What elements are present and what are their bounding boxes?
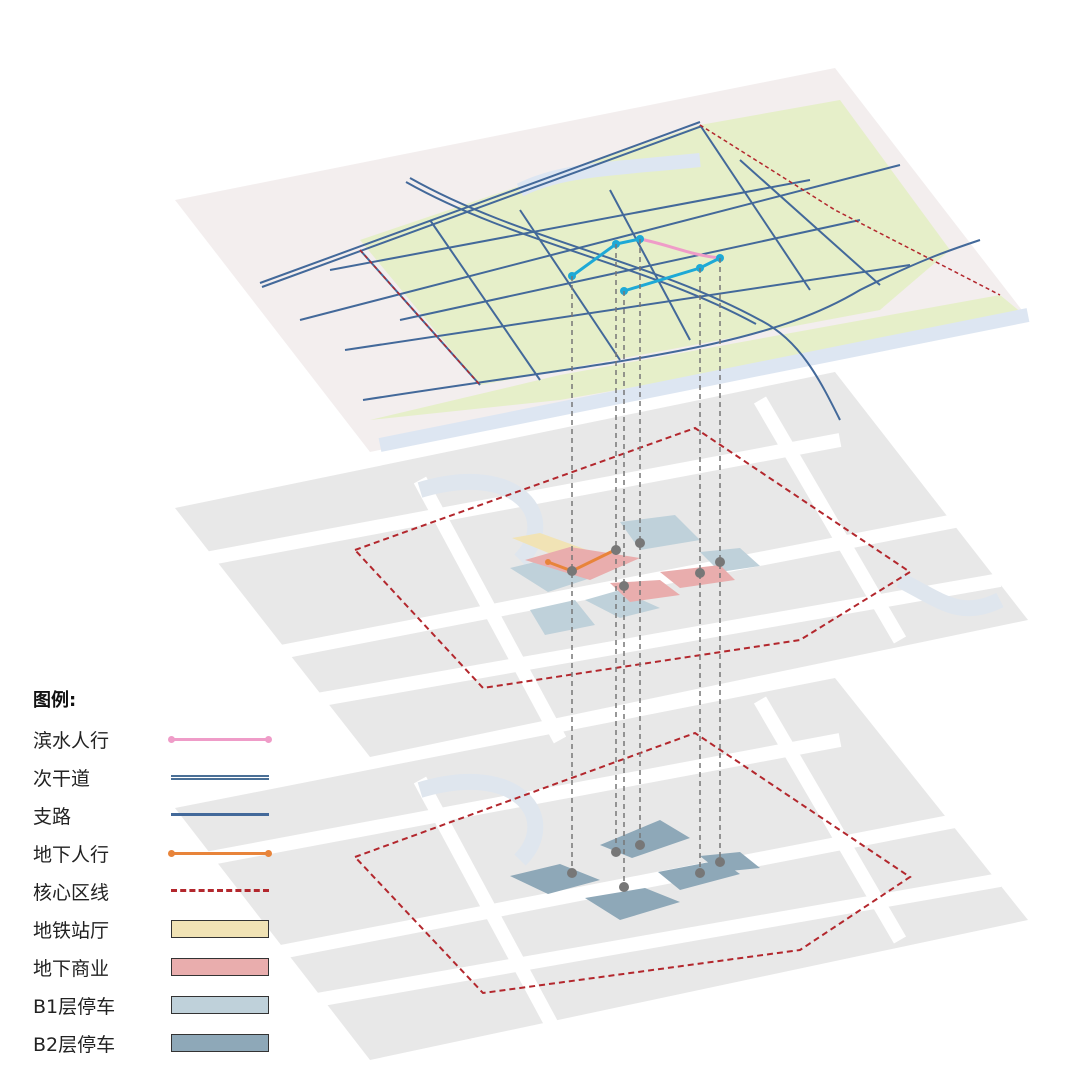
dark-blue-box-symbol-icon (171, 1034, 269, 1052)
dashed-line-symbol-icon (171, 883, 269, 899)
legend-item-b1-parking: B1层停车 (33, 986, 293, 1024)
legend-item-branch-road: 支路 (33, 796, 293, 834)
orange-line-symbol-icon (168, 845, 272, 861)
legend-item-metro-hall: 地铁站厅 (33, 910, 293, 948)
legend-title: 图例: (33, 690, 77, 711)
riverside-green (370, 295, 1028, 420)
legend: 图例: 滨水人行 次干道 支路 地下人行 核心区线 地铁站厅 地下商业 B1层停… (33, 686, 293, 1062)
layer-b1 (175, 372, 1028, 757)
b2-layer-plane (175, 678, 1028, 1060)
pink-line-symbol-icon (168, 731, 272, 747)
legend-label: B1层停车 (33, 995, 116, 1018)
layer-ground (175, 68, 1030, 452)
legend-label: 滨水人行 (33, 729, 110, 752)
legend-label: 地下人行 (33, 843, 110, 866)
branch-roads (299, 124, 911, 386)
ground-water (378, 153, 1030, 452)
b2-river (417, 773, 544, 866)
waterfront-walkway (639, 237, 721, 260)
light-blue-box-symbol-icon (171, 996, 269, 1014)
legend-item-waterfront-walk: 滨水人行 (33, 720, 293, 758)
walkway-node (545, 559, 551, 565)
legend-item-secondary-road: 次干道 (33, 758, 293, 796)
yellow-box-symbol-icon (171, 920, 269, 938)
double-line-symbol-icon (171, 769, 269, 785)
pink-box-symbol-icon (171, 958, 269, 976)
legend-label: 地下商业 (33, 957, 110, 980)
legend-item-underground-walk: 地下人行 (33, 834, 293, 872)
legend-item-b2-parking: B2层停车 (33, 1024, 293, 1062)
legend-item-core-zone: 核心区线 (33, 872, 293, 910)
b1-core-zone-line (353, 426, 912, 690)
legend-label: 支路 (33, 805, 72, 828)
legend-label: 地铁站厅 (33, 919, 110, 942)
legend-item-underground-commerce: 地下商业 (33, 948, 293, 986)
line-symbol-icon (171, 807, 269, 823)
legend-label: 次干道 (33, 767, 91, 790)
layer-b2 (175, 678, 1028, 1060)
b2-core-zone-line (353, 731, 912, 995)
connector-nodes (567, 538, 725, 892)
legend-label: B2层停车 (33, 1033, 116, 1056)
ground-boundary-line (359, 124, 1001, 386)
legend-label: 核心区线 (33, 881, 110, 904)
